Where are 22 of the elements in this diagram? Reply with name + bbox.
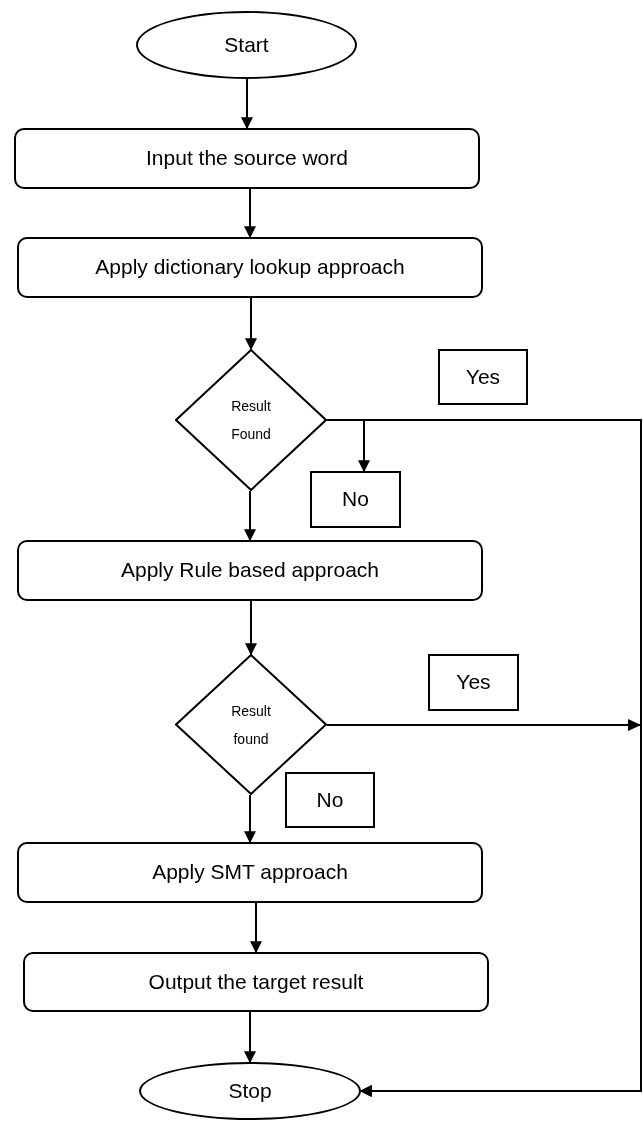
arrow bbox=[244, 490, 256, 542]
process-box: Apply Rule based approach bbox=[17, 540, 483, 601]
terminal-oval: Stop bbox=[139, 1062, 361, 1120]
answer-box: Yes bbox=[438, 349, 528, 405]
arrow bbox=[326, 719, 642, 1097]
decision-diamond: Result Found bbox=[175, 349, 327, 491]
answer-box: No bbox=[310, 471, 401, 528]
arrow bbox=[245, 297, 257, 351]
answer-box: Yes bbox=[428, 654, 519, 711]
process-box: Output the target result bbox=[23, 952, 489, 1012]
process-box: Input the source word bbox=[14, 128, 480, 189]
process-box: Apply SMT approach bbox=[17, 842, 483, 903]
arrow bbox=[244, 794, 256, 844]
arrow bbox=[245, 600, 257, 656]
process-box: Apply dictionary lookup approach bbox=[17, 237, 483, 298]
answer-box: No bbox=[285, 772, 375, 828]
arrow bbox=[244, 1011, 256, 1064]
arrow bbox=[241, 78, 253, 130]
arrow bbox=[250, 902, 262, 954]
terminal-oval: Start bbox=[136, 11, 357, 79]
arrow bbox=[326, 419, 370, 473]
arrow bbox=[244, 188, 256, 239]
